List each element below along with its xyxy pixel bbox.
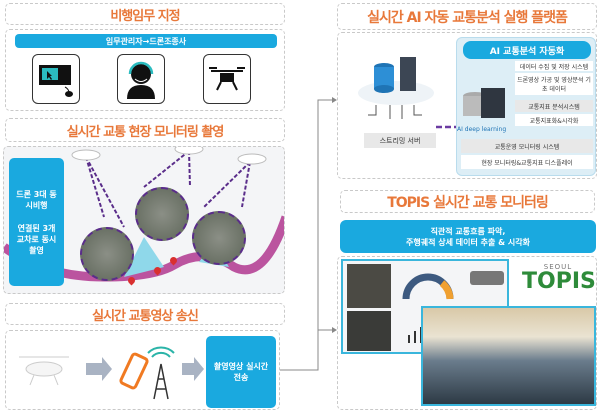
server-label: 스트리밍 서버 [364,133,436,148]
streaming-server-icon [358,57,434,119]
system-name: 교통운영 모니터링 시스템 [461,139,593,153]
topis-title: TOPIS 실시간 교통 모니터링 [340,190,595,213]
signal-tower-icon [147,346,175,400]
system-detail: 드론영상 가공 및 영상분석 기초 데이터 [515,73,593,95]
transmit-flow [19,346,204,400]
logo-small: SEOUL [543,263,573,271]
monitoring-title: 실시간 교통 현장 모니터링 촬영 [5,118,285,142]
platform-title: 실시간 AI 자동 교통분석 실행 플랫폼 [337,3,597,30]
smartphone-icon [119,352,149,390]
control-room-photo [421,306,596,406]
drone-icon [203,54,251,104]
topis-panel: SEOUL TOPIS [337,256,597,410]
topis-banner-line-2: 주행궤적 상세 데이터 추출 & 시각화 [406,237,530,247]
topis-banner: 직관적 교통흐름 파악, 주행궤적 상세 데이터 추출 & 시각화 [340,220,596,253]
system-detail: 현장 모니터링&교통지표 디스플레이 [461,155,593,169]
system-name: 교통지표 분석시스템 [515,100,593,112]
operator-headset-icon [117,54,165,104]
aerial-view-1 [80,227,134,281]
intersection-text: 연결된 3개 교차로 동시 촬영 [16,223,57,255]
system-detail: 교통지표화&시각화 [515,114,593,126]
mission-title: 비행임무 지정 [5,3,285,25]
seoul-topis-logo: SEOUL TOPIS [522,263,596,294]
ai-deep-label: AI deep learning [457,126,507,133]
transmit-label: 촬영영상 실시간 전송 [206,336,276,408]
transmit-panel: 촬영영상 실시간 전송 [5,330,280,410]
topis-banner-line-1: 직관적 교통흐름 파악, [430,226,506,236]
drone-icon [19,356,69,386]
aerial-view-2 [135,187,189,241]
logo-big: TOPIS [522,269,596,294]
monitoring-panel: 드론 3대 동시비행 연결된 3개 교차로 동시 촬영 [3,146,285,294]
ai-server-icon [463,88,505,118]
drone-count-text: 드론 3대 동시비행 [16,189,57,210]
mission-bar: 임무관리자→드론조종사 [15,34,277,48]
platform-panel: 스트리밍 서버 AI 교통분석 자동화 AI deep learning 데이터… [337,32,597,179]
ai-panel: AI 교통분석 자동화 AI deep learning 데이터 수집 및 저장… [456,37,596,176]
system-name: 데이터 수집 및 저장 시스템 [515,61,593,71]
mission-panel: 임무관리자→드론조종사 [5,29,285,111]
monitoring-label: 드론 3대 동시비행 연결된 3개 교차로 동시 촬영 [9,158,64,286]
computer-monitor-icon [32,54,80,104]
transmit-title: 실시간 교통영상 송신 [5,303,285,325]
aerial-view-3 [192,211,246,265]
ai-header: AI 교통분석 자동화 [463,41,591,59]
